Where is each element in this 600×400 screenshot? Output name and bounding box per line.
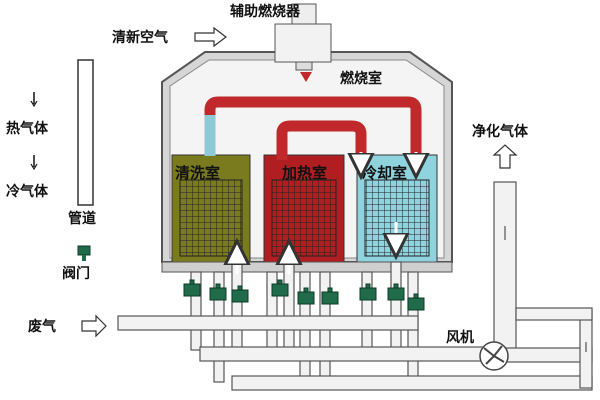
combustion-chamber-label: 燃烧室 bbox=[340, 70, 382, 87]
waste-gas-arrow bbox=[81, 314, 107, 338]
fan-icon bbox=[479, 341, 509, 371]
exhaust-duct bbox=[493, 181, 593, 389]
valve-legend-icon bbox=[77, 245, 91, 261]
pipe-label: 管道 bbox=[68, 210, 96, 227]
purified-gas-label: 净化气体 bbox=[472, 123, 529, 140]
bottom-manifold bbox=[231, 375, 593, 391]
chamber-label-cool: 冷却室 bbox=[362, 164, 407, 182]
chamber-label-wash: 清洗室 bbox=[175, 164, 220, 182]
purified-gas-arrow bbox=[492, 144, 518, 169]
fresh-air-label: 清新空气 bbox=[112, 29, 168, 46]
fan-label: 风机 bbox=[446, 329, 474, 346]
waste-gas-label: 废气 bbox=[28, 318, 56, 335]
base-plate bbox=[161, 261, 453, 273]
valve-label: 阀门 bbox=[62, 265, 90, 282]
valves bbox=[183, 279, 425, 311]
chamber-label-heat: 加热室 bbox=[281, 164, 327, 182]
aux-burner-label: 辅助燃烧器 bbox=[230, 3, 301, 20]
hot-pipe-outer bbox=[204, 96, 422, 160]
waste-gas-manifold bbox=[117, 315, 419, 331]
fresh-air-arrow bbox=[194, 26, 227, 48]
legend-arrows bbox=[30, 92, 38, 171]
hot-pipe-inner bbox=[276, 120, 367, 160]
cold-gas-label: 冷气体 bbox=[6, 183, 49, 200]
middle-manifold bbox=[199, 346, 486, 362]
flame-icon bbox=[300, 72, 312, 82]
aux-burner bbox=[274, 3, 332, 82]
pipe-legend-icon bbox=[77, 59, 94, 206]
hot-gas-label: 热气体 bbox=[6, 120, 49, 137]
